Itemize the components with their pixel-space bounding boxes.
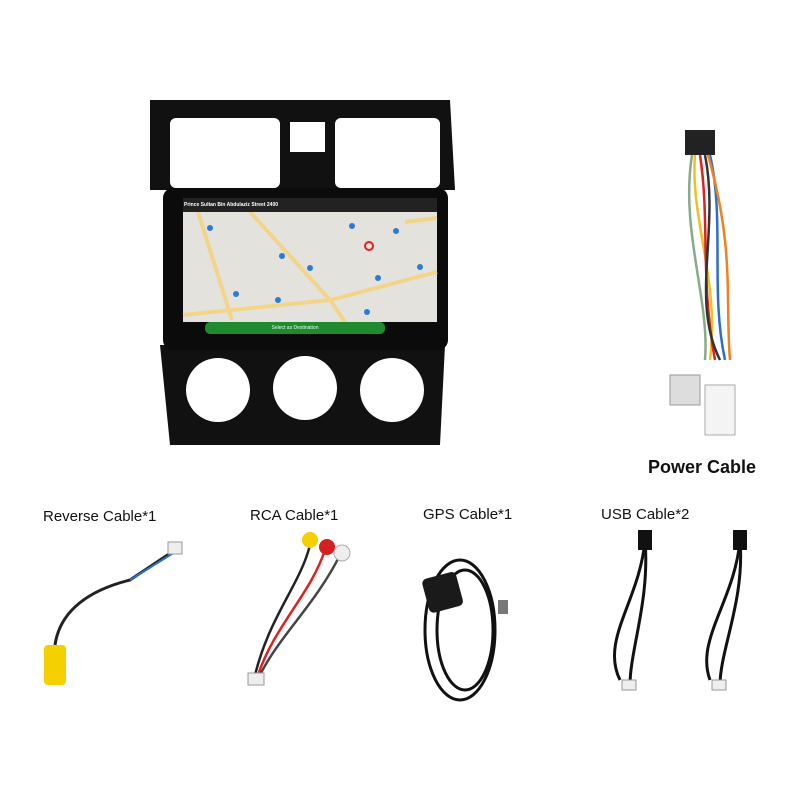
usb-cable-label: USB Cable*2 xyxy=(601,506,690,523)
power-cable-label: Power Cable xyxy=(648,457,757,477)
street-name: Prince Sultan Bin Abdulaziz Street 2400 xyxy=(184,202,279,208)
gps-cable-image xyxy=(422,558,508,702)
select-destination-button[interactable]: Select as Destination xyxy=(271,325,319,331)
reverse-cable-image xyxy=(44,541,183,685)
usb-cables-image xyxy=(613,530,747,691)
gps-cable-label: GPS Cable*1 xyxy=(423,506,513,523)
reverse-cable-label: Reverse Cable*1 xyxy=(43,508,157,525)
dash-frame xyxy=(150,100,455,445)
rca-cable-label: RCA Cable*1 xyxy=(250,507,339,524)
power-cable-image xyxy=(669,130,736,436)
rca-cable-image xyxy=(247,532,351,686)
screen xyxy=(163,188,448,350)
